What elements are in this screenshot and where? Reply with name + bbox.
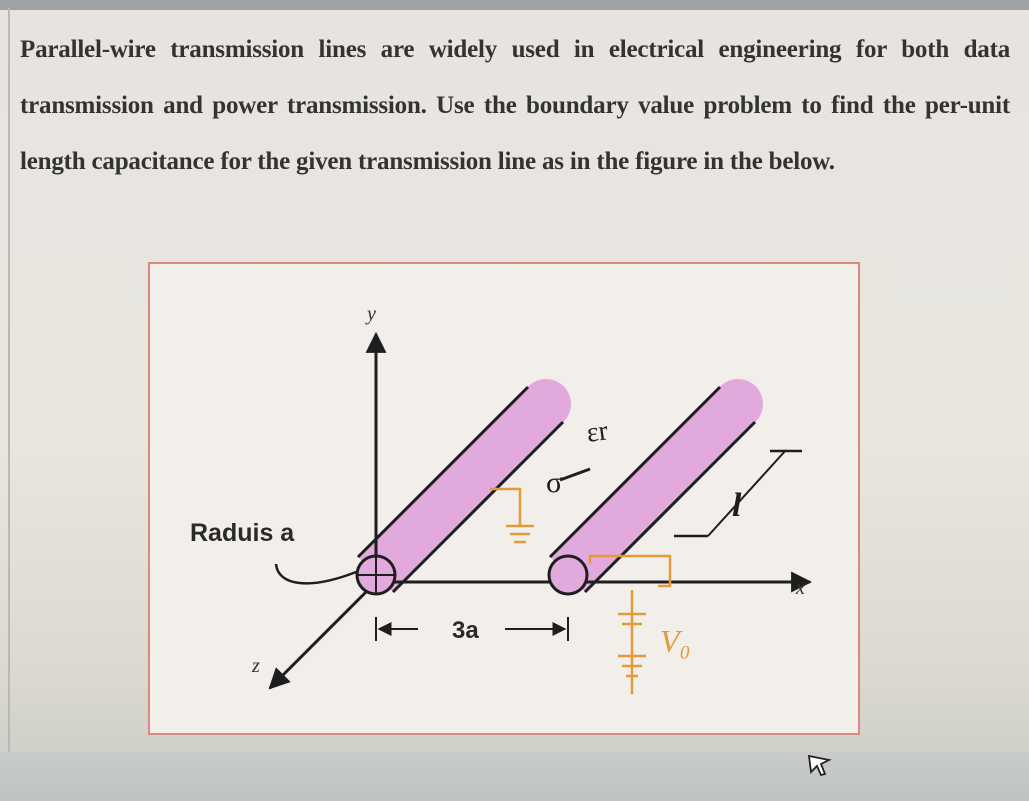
voltage-annotation: V₀ <box>660 623 691 659</box>
radius-label: Raduis a <box>190 519 295 547</box>
mouse-cursor-icon <box>805 748 835 783</box>
wire-2-cross-section <box>547 554 589 596</box>
wire-1-far-end <box>521 379 571 429</box>
x-axis-label: x <box>795 577 805 599</box>
z-axis-label: z <box>251 655 260 677</box>
left-border <box>8 8 10 768</box>
problem-statement: Parallel-wire transmission lines are wid… <box>20 36 1010 175</box>
sigma-annotation: σ <box>546 466 562 499</box>
wire-1-body <box>358 387 563 592</box>
wire-1-edge-top <box>356 385 530 559</box>
wire-2-edge-bottom <box>583 420 757 594</box>
epsilon-r-annotation: εr <box>585 415 611 449</box>
wire-2-source-lead <box>588 554 672 588</box>
wire-1-edge-bottom <box>391 420 565 594</box>
z-axis <box>268 580 378 690</box>
sigma-tail <box>559 467 591 482</box>
wire-2-edge-top <box>548 385 722 559</box>
wire-2-body <box>550 387 755 592</box>
top-strip <box>0 0 1029 10</box>
wire-2-far-end <box>713 379 763 429</box>
transmission-line-figure: Raduis a 3a y x z εr σ l V₀ <box>190 303 813 694</box>
figure-box: Raduis a 3a y x z εr σ l V₀ <box>148 262 860 735</box>
voltage-source-symbol <box>618 590 646 694</box>
radius-pointer <box>274 563 357 585</box>
wire-1-ground-lead <box>490 487 534 544</box>
y-axis-label: y <box>365 303 376 325</box>
spacing-label: 3a <box>452 617 479 644</box>
bottom-bar <box>0 752 1029 801</box>
length-dimension-line <box>707 449 787 537</box>
length-annotation: l <box>732 487 742 524</box>
